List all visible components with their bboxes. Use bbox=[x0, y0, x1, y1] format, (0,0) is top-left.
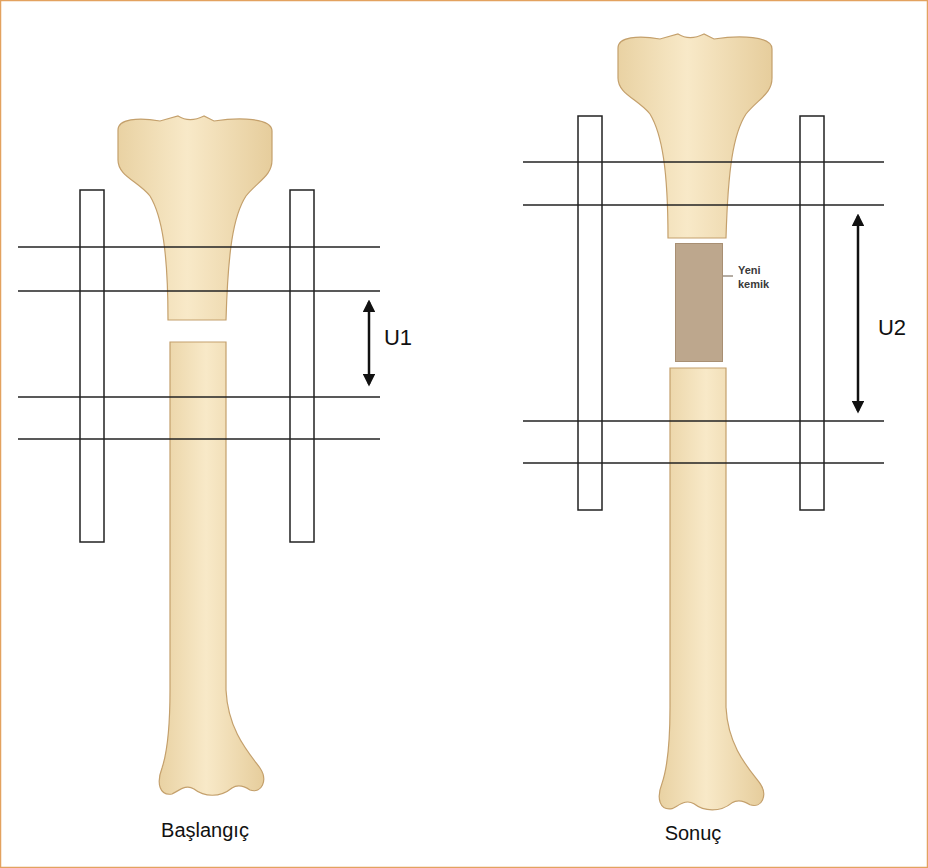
fixator-wire bbox=[523, 420, 884, 422]
fixator-wire bbox=[523, 204, 884, 206]
dimension-label: U1 bbox=[384, 325, 412, 351]
dimension-arrow bbox=[368, 302, 371, 384]
fixator-bar bbox=[80, 190, 104, 542]
fixator-bar bbox=[800, 116, 824, 510]
tibia-upper bbox=[618, 34, 772, 238]
state-caption: Sonuç bbox=[665, 822, 722, 845]
state-caption: Başlangıç bbox=[161, 819, 249, 842]
fixator-bar bbox=[290, 190, 314, 542]
new-bone-region: Yeni kemik bbox=[675, 243, 723, 362]
dimension-arrow bbox=[857, 216, 860, 411]
fixator-wire bbox=[18, 290, 380, 292]
fixator-wire bbox=[18, 246, 380, 248]
tibia-lower bbox=[659, 368, 763, 810]
fixator-wire bbox=[523, 161, 884, 163]
tibia-lower bbox=[159, 342, 263, 795]
fixator-wire bbox=[18, 396, 380, 398]
tibia-upper bbox=[118, 116, 272, 320]
part-label: Yeni kemik bbox=[738, 264, 776, 292]
fixator-wire bbox=[523, 462, 884, 464]
fixator-bar bbox=[578, 116, 602, 510]
fixator-wire bbox=[18, 438, 380, 440]
dimension-label: U2 bbox=[878, 315, 906, 341]
